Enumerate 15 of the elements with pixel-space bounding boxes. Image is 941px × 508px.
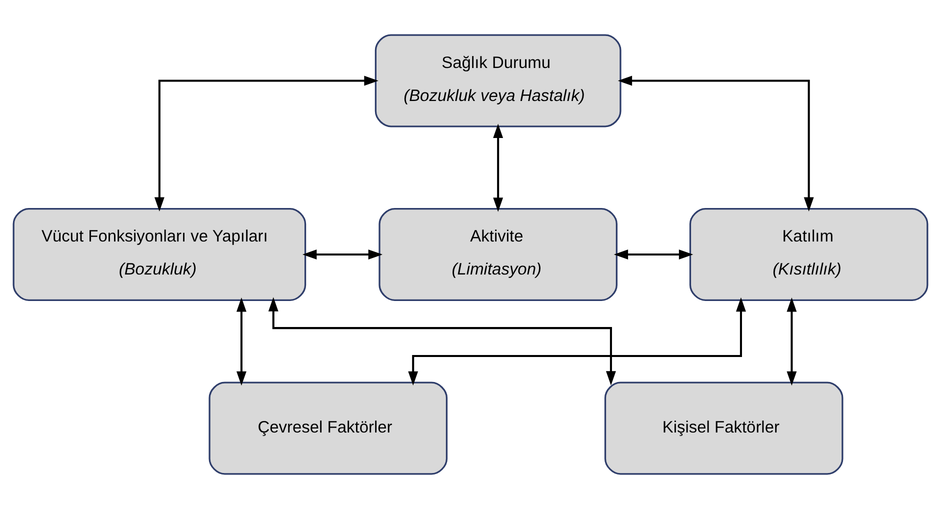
arrow	[618, 75, 814, 211]
node-box: Sağlık Durumu (Bozukluk veya Hastalık)	[374, 34, 622, 127]
node-box: Çevresel Faktörler	[208, 381, 448, 474]
arrow	[493, 123, 504, 212]
node-box: Katılım (Kısıtlılık)	[689, 208, 928, 300]
arrow	[268, 296, 616, 385]
arrow	[236, 297, 246, 386]
arrow	[302, 249, 383, 259]
arrow	[154, 75, 378, 211]
node-box: Aktivite (Limitasyon)	[378, 208, 618, 300]
node-box: Kişisel Faktörler	[604, 381, 844, 474]
arrow	[614, 249, 694, 259]
arrow	[408, 296, 746, 386]
arrow	[786, 297, 797, 386]
node-box: Vücut Fonksiyonları ve Yapıları (Bozukluk)	[12, 208, 306, 300]
